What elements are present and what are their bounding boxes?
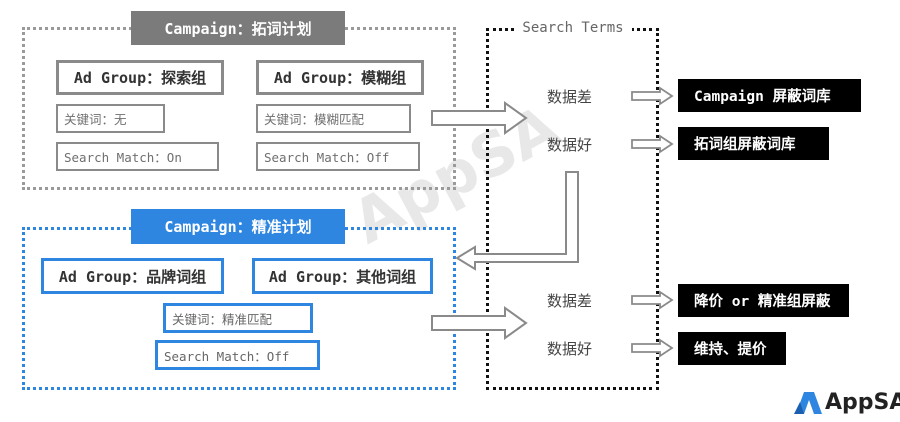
result-expansion-negative: 拓词组屏蔽词库 (678, 127, 829, 160)
ad-group-other-label: Ad Group：其他词组 (268, 267, 417, 286)
search-match-explore-label: Search Match：On (64, 150, 182, 165)
search-match-exact-label: Search Match：Off (164, 348, 290, 364)
term-good-1: 数据好 (547, 134, 592, 155)
search-match-exact: Search Match：Off (155, 340, 320, 370)
term-bad-1-text: 数据差 (547, 88, 593, 106)
search-terms-label-text: Search Terms (522, 20, 624, 36)
ad-group-explore: Ad Group：探索组 (56, 60, 224, 95)
keyword-explore-label: 关键词：无 (64, 112, 127, 127)
search-match-explore: Search Match：On (56, 142, 219, 171)
result-lower-bid: 降价 or 精准组屏蔽 (678, 284, 849, 317)
appsa-logo-icon (794, 391, 822, 414)
term-bad-2: 数据差 (547, 290, 592, 311)
keyword-exact: 关键词：精准匹配 (163, 303, 313, 333)
arrow-good-to-exact-campaign (455, 171, 579, 271)
ad-group-other: Ad Group：其他词组 (252, 258, 433, 294)
ad-group-broad: Ad Group：模糊组 (256, 60, 424, 95)
term-bad-1: 数据差 (547, 86, 592, 107)
ad-group-broad-label: Ad Group：模糊组 (273, 69, 407, 87)
arrow-good2-to-result (631, 338, 674, 358)
result-campaign-negative: Campaign 屏蔽词库 (678, 79, 861, 112)
ad-group-explore-label: Ad Group：探索组 (73, 69, 207, 87)
arrow-campaign1-to-terms (431, 101, 528, 135)
search-match-broad-label: Search Match：Off (264, 150, 390, 165)
arrow-campaign2-to-terms (431, 306, 528, 340)
term-bad-2-text: 数据差 (547, 292, 593, 310)
campaign-expansion-title-text: Campaign：拓词计划 (164, 19, 312, 38)
term-good-2: 数据好 (547, 338, 592, 359)
result-expansion-negative-text: 拓词组屏蔽词库 (694, 137, 796, 153)
search-match-broad: Search Match：Off (256, 142, 420, 171)
appsa-logo-text: AppSA (825, 390, 900, 415)
campaign-exact-title: Campaign：精准计划 (131, 209, 345, 244)
arrow-bad2-to-result (631, 290, 674, 310)
search-terms-label: Search Terms (514, 17, 632, 39)
result-keep-raise-text: 维持、提价 (694, 342, 767, 358)
term-good-1-text: 数据好 (547, 136, 593, 154)
arrow-bad1-to-result (631, 86, 674, 106)
arrow-good1-to-result (631, 134, 674, 154)
appsa-logo: AppSA (794, 390, 900, 415)
ad-group-brand-label: Ad Group：品牌词组 (58, 267, 207, 286)
result-lower-bid-text: 降价 or 精准组屏蔽 (694, 294, 831, 310)
keyword-broad: 关键词：模糊匹配 (256, 104, 411, 133)
ad-group-brand: Ad Group：品牌词组 (41, 258, 224, 294)
result-keep-raise: 维持、提价 (678, 332, 786, 365)
term-good-2-text: 数据好 (547, 340, 593, 358)
result-campaign-negative-text: Campaign 屏蔽词库 (694, 89, 831, 105)
keyword-explore: 关键词：无 (56, 104, 165, 133)
keyword-exact-label: 关键词：精准匹配 (172, 311, 273, 327)
campaign-exact-title-text: Campaign：精准计划 (164, 218, 312, 236)
keyword-broad-label: 关键词：模糊匹配 (264, 112, 365, 127)
campaign-expansion-title: Campaign：拓词计划 (131, 11, 345, 45)
